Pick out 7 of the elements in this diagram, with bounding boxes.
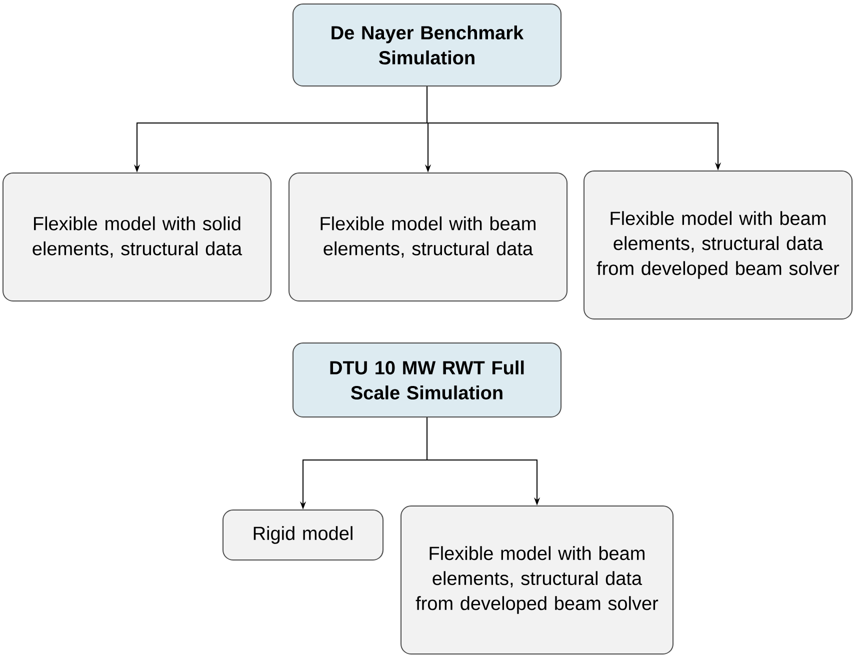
process-box: Flexible model with beam elements, structural data from developed beam solver bbox=[400, 506, 674, 654]
process-box: Flexible model with beam elements, structural data bbox=[288, 172, 568, 302]
process-box: Flexible model with solid elements, structural data bbox=[2, 172, 272, 302]
title-box: DTU 10 MW RWT Full Scale Simulation bbox=[292, 342, 562, 418]
title-box: De Nayer Benchmark Simulation bbox=[292, 4, 562, 86]
process-box: Rigid model bbox=[222, 510, 384, 560]
process-box: Flexible model with beam elements, structural data from developed beam solver bbox=[584, 170, 852, 320]
